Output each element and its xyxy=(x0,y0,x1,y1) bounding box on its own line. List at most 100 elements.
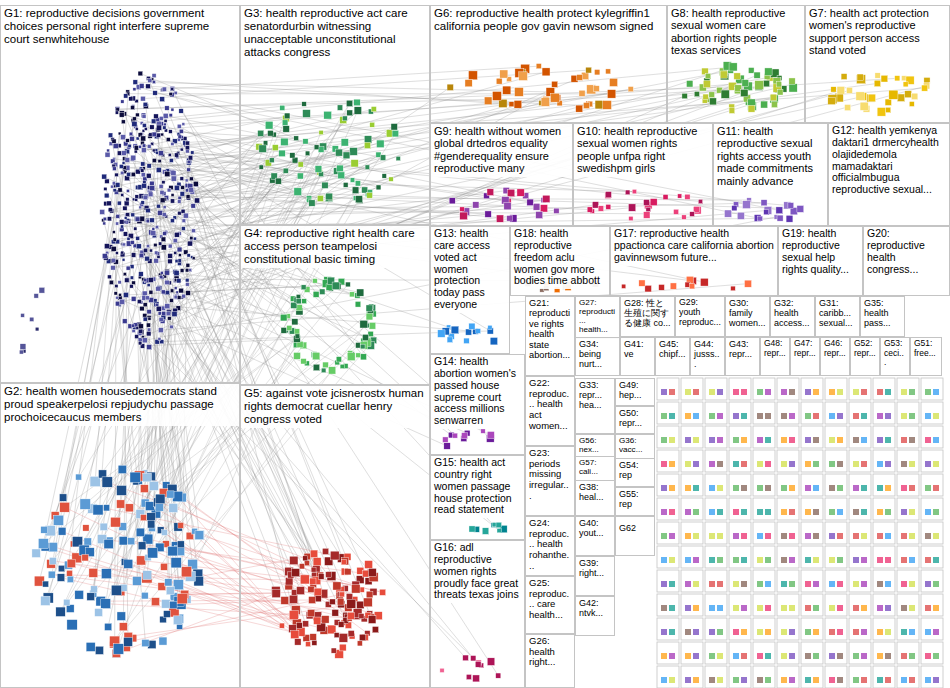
vertex xyxy=(717,509,723,515)
tie-line xyxy=(183,78,897,124)
vertex xyxy=(326,284,333,291)
small-group-cell xyxy=(681,426,703,448)
vertex xyxy=(885,99,891,105)
vertex xyxy=(356,353,361,358)
vertex xyxy=(693,461,699,467)
vertex xyxy=(181,209,185,213)
vertex xyxy=(743,201,751,209)
vertex xyxy=(127,172,131,176)
vertex xyxy=(43,581,49,587)
vertex xyxy=(371,107,376,112)
vertex xyxy=(757,557,763,563)
vertex xyxy=(21,313,25,317)
vertex xyxy=(134,146,139,151)
vertex xyxy=(111,585,121,595)
vertex xyxy=(829,533,835,539)
vertex xyxy=(131,296,136,301)
vertex xyxy=(693,509,699,515)
vertex xyxy=(131,253,136,258)
vertex xyxy=(790,208,797,215)
small-group-cell xyxy=(801,426,823,448)
small-group-box xyxy=(825,642,847,664)
small-group-cell xyxy=(801,546,823,568)
vertex xyxy=(118,465,126,473)
small-group-box xyxy=(681,402,703,424)
tie-line xyxy=(157,137,314,570)
vertex xyxy=(765,389,771,395)
small-group-cell xyxy=(825,450,847,472)
vertex xyxy=(709,485,715,491)
small-group-cell xyxy=(729,378,751,400)
vertex xyxy=(152,158,156,162)
vertex xyxy=(134,150,137,153)
vertex xyxy=(178,254,181,257)
vertex xyxy=(709,629,715,635)
vertex xyxy=(464,338,469,343)
vertex xyxy=(312,640,317,645)
vertex xyxy=(168,546,177,555)
vertex xyxy=(343,182,348,187)
small-group-box xyxy=(657,498,679,520)
vertex xyxy=(733,509,739,515)
vertex xyxy=(111,266,116,271)
tie-line xyxy=(164,533,281,626)
vertex xyxy=(481,429,485,433)
vertex xyxy=(813,581,819,587)
vertex xyxy=(776,82,781,87)
vertex xyxy=(142,183,147,188)
vertex xyxy=(370,122,375,127)
vertex xyxy=(292,319,298,325)
small-group-box xyxy=(705,570,727,592)
vertex xyxy=(143,102,148,107)
vertex xyxy=(280,314,287,321)
vertex xyxy=(341,558,348,565)
vertex xyxy=(116,222,119,225)
vertex xyxy=(58,565,64,571)
vertex xyxy=(298,162,303,167)
vertex xyxy=(515,88,524,97)
vertex xyxy=(897,94,904,101)
tie-line xyxy=(79,176,275,477)
vertex xyxy=(295,639,301,645)
tie-line xyxy=(116,593,276,653)
vertex xyxy=(741,557,747,563)
vertex xyxy=(829,581,835,587)
vertex xyxy=(171,558,181,568)
tie-line xyxy=(165,155,379,234)
vertex xyxy=(175,153,179,157)
vertex xyxy=(469,323,475,329)
tie-line xyxy=(116,135,273,591)
vertex xyxy=(136,113,140,117)
vertex xyxy=(777,89,783,95)
tie-line xyxy=(135,246,473,658)
vertex xyxy=(105,179,109,183)
vertex xyxy=(314,145,319,150)
vertex xyxy=(146,331,151,336)
vertex xyxy=(171,194,174,197)
vertex xyxy=(339,644,346,651)
small-group-cell xyxy=(729,498,751,520)
vertex xyxy=(741,437,747,443)
vertex xyxy=(151,231,156,236)
small-group-box xyxy=(801,474,823,496)
vertex xyxy=(132,329,135,332)
vertex xyxy=(313,558,321,566)
vertex xyxy=(670,283,676,289)
vertex xyxy=(281,138,288,145)
vertex xyxy=(837,485,843,491)
vertex xyxy=(576,105,583,112)
small-group-cell xyxy=(753,426,775,448)
tie-line xyxy=(122,469,314,642)
vertex xyxy=(661,677,667,683)
tie-line xyxy=(48,118,345,598)
vertex xyxy=(297,587,305,595)
vertex xyxy=(178,200,181,203)
vertex xyxy=(104,244,109,249)
vertex xyxy=(837,461,843,467)
vertex xyxy=(781,509,787,515)
vertex xyxy=(111,517,121,527)
vertex xyxy=(669,485,675,491)
vertex xyxy=(302,102,307,107)
small-group-box xyxy=(681,666,703,688)
vertex xyxy=(187,254,190,257)
